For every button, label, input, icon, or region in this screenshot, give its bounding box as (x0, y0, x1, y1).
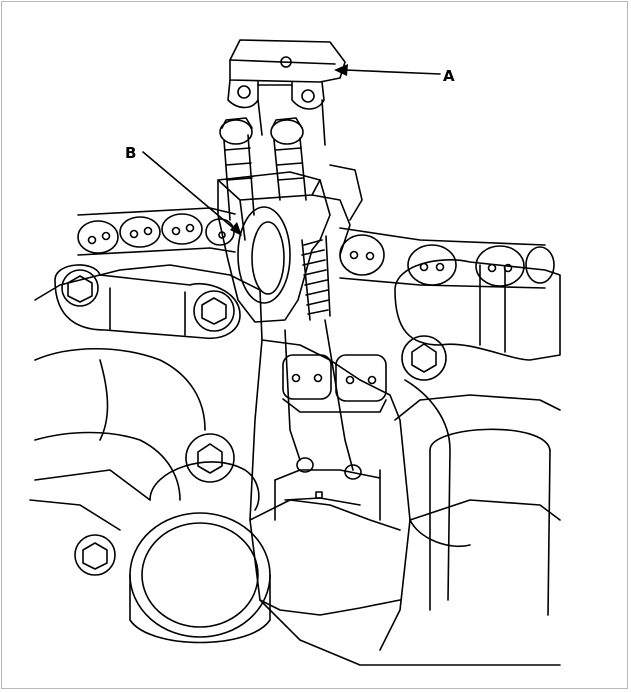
camshaft-cap-left (54, 264, 241, 340)
callout-b-leader (142, 151, 239, 233)
guide-lines (284, 319, 362, 499)
camshaft-left (29, 347, 260, 576)
camshaft-cap-right (394, 259, 561, 381)
callout-a-label: A (443, 67, 455, 85)
bore-left (129, 512, 271, 644)
callout-a-arrowhead (334, 64, 348, 76)
timing-chain-right (339, 227, 555, 289)
special-tool (227, 39, 346, 146)
chain-tensioner (217, 164, 363, 323)
callout-b-label: B (125, 144, 136, 162)
callout-b-arrowhead (230, 222, 242, 236)
camshaft-right (394, 379, 561, 616)
callout-a-leader (344, 69, 441, 75)
timing-chain-left (77, 207, 236, 256)
tool-bolts (219, 117, 307, 221)
